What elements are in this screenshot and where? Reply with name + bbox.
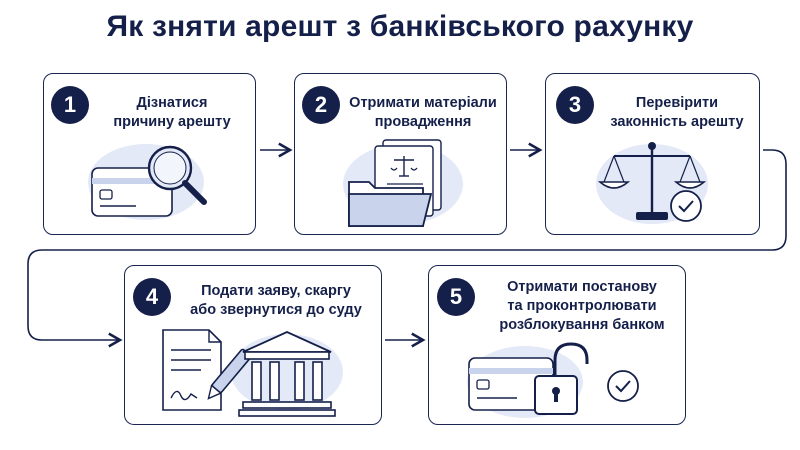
arrow-3-4 [27, 149, 787, 348]
step-number-badge: 1 [51, 86, 89, 124]
step-card-2: 2 Отримати матеріали провадження [294, 73, 507, 235]
step-illustration [596, 142, 708, 224]
magnifier-icon [147, 145, 207, 205]
step-card-3: 3 Перевірити законність арешту [545, 73, 760, 235]
document-pen-icon [162, 329, 252, 411]
step-number-badge: 5 [437, 278, 475, 316]
step-card-5: 5 Отримати постанову та проконтролювати … [428, 265, 686, 425]
step-card-4: 4 Подати заяву, скаргу або звернутися до… [124, 265, 382, 425]
step-number-badge: 4 [133, 278, 171, 316]
scales-icon [597, 142, 707, 220]
step-label: Отримати матеріали провадження [349, 95, 497, 130]
check-icon [607, 370, 639, 402]
step-number-badge: 3 [556, 86, 594, 124]
step-label: Дізнатися причину арешту [113, 95, 231, 130]
step-label: Перевірити законність арешту [610, 95, 744, 130]
step-illustration [467, 342, 639, 418]
step-label: Отримати постанову та проконтролювати ро… [499, 279, 665, 333]
card-icon [468, 357, 554, 411]
step-illustration [343, 139, 463, 227]
step-illustration [162, 329, 343, 417]
check-icon [670, 190, 702, 222]
courthouse-icon [238, 331, 336, 417]
step-label: Подати заяву, скаргу або звернутися до с… [190, 283, 362, 318]
scales-icon [390, 156, 418, 177]
padlock-icon [534, 342, 589, 415]
step-number-badge: 2 [302, 86, 340, 124]
step-card-1: 1 Дізнатися причину арешту [43, 73, 256, 235]
folder-icon [348, 139, 442, 227]
step-illustration [88, 144, 207, 220]
page-title: Як зняти арешт з банківського рахунку [106, 10, 694, 43]
